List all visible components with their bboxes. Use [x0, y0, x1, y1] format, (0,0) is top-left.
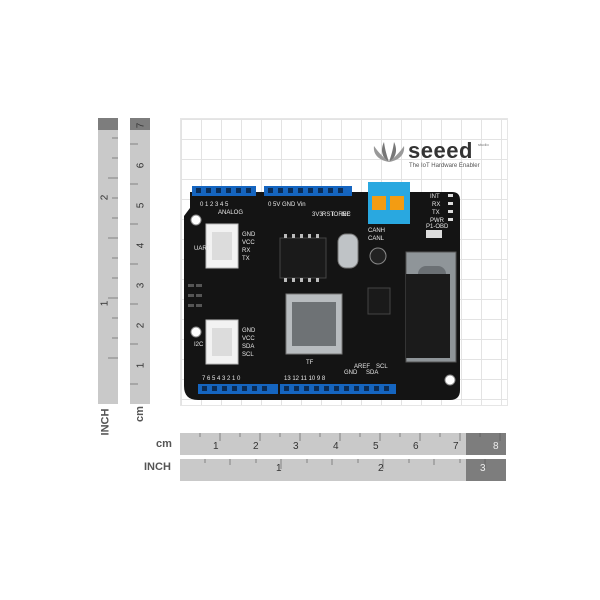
- power-pins-label: 0 5V GND Vin: [268, 202, 306, 208]
- logo-tagline: The IoT Hardware Enabler: [409, 163, 480, 169]
- bottom-inch-unit-label: INCH: [144, 461, 171, 473]
- left-cm-unit-label: cm: [133, 406, 146, 422]
- led-label-pwr: PWR: [430, 218, 445, 224]
- digital-label-scl: SCL: [376, 364, 388, 370]
- grove-uart-name: UART: [194, 246, 211, 252]
- grove-i2c-pin-gnd: GND: [242, 328, 256, 334]
- bottom-cm-tick-4: 4: [333, 441, 339, 452]
- grove-uart-pin-rx: RX: [242, 248, 250, 254]
- bottom-cm-tick-6: 6: [413, 441, 419, 452]
- bottom-inch-ruler-dark-segment: [466, 459, 506, 481]
- led-label-tx: TX: [432, 210, 440, 216]
- digital-label-sda: SDA: [366, 370, 378, 376]
- mounting-hole: [444, 374, 456, 386]
- digital-label-aref: AREF: [354, 364, 370, 370]
- analog-header: [192, 186, 256, 196]
- analog-header-label: 0 1 2 3 4 5: [200, 202, 229, 208]
- grove-i2c-pin-scl: SCL: [242, 352, 254, 358]
- bottom-inch-ruler: [180, 459, 506, 481]
- slide-switch: [426, 230, 442, 238]
- grove-uart-pin-tx: TX: [242, 256, 250, 262]
- can-bus-shield-board: 0 1 2 3 4 5 ANALOG 0 5V GND Vin NC IOREF…: [184, 182, 460, 400]
- obd-label: P1-OBD: [426, 224, 449, 230]
- analog-label: ANALOG: [218, 210, 243, 216]
- bottom-inch-tick-1: 1: [276, 463, 282, 474]
- left-cm-tick-5: 5: [135, 202, 147, 209]
- left-inch-ruler: [98, 118, 118, 404]
- logo-superscript: studio: [478, 142, 489, 147]
- left-cm-tick-3: 3: [135, 282, 147, 289]
- capacitor: [369, 247, 387, 265]
- bottom-cm-ruler: [180, 433, 506, 455]
- mounting-hole: [190, 326, 202, 338]
- left-inch-tick-1: 1: [99, 300, 111, 307]
- crystal-oscillator: [337, 233, 359, 269]
- mounting-hole: [190, 214, 202, 226]
- can-controller-chip: [279, 237, 327, 279]
- logo-name: seeed: [408, 138, 473, 163]
- terminal-screw: [372, 196, 386, 210]
- power-label-3v3: 3V3: [312, 212, 323, 218]
- grove-i2c-name: I2C: [194, 342, 204, 348]
- left-ruler-ticks: [108, 137, 138, 385]
- digital-header-right-label: 13 12 11 10 9 8: [284, 376, 326, 382]
- left-cm-ruler: [130, 118, 150, 404]
- sd-slot-label: TF: [306, 360, 314, 366]
- bottom-cm-ruler-dark-segment: [466, 433, 506, 455]
- can-high-label: CANH: [368, 228, 385, 234]
- digital-label-gnd: GND: [344, 370, 358, 376]
- power-label-rst: RST: [322, 212, 334, 218]
- bottom-cm-tick-1: 1: [213, 441, 219, 452]
- left-inch-tick-2: 2: [99, 194, 111, 201]
- led-label-int: INT: [430, 194, 440, 200]
- bottom-cm-unit-label: cm: [156, 438, 172, 450]
- digital-header-left-label: 7 6 5 4 3 2 1 0: [202, 376, 241, 382]
- bottom-inch-tick-3: 3: [480, 463, 486, 474]
- grove-uart-pin-gnd: GND: [242, 232, 256, 238]
- grove-uart-pin-vcc: VCC: [242, 240, 255, 246]
- left-cm-ruler-dark-segment: [130, 118, 150, 130]
- bottom-cm-tick-7: 7: [453, 441, 459, 452]
- power-label-nc: NC: [342, 212, 351, 218]
- bottom-cm-tick-8: 8: [493, 441, 499, 452]
- led-label-rx: RX: [432, 202, 440, 208]
- db9-board-mount: [406, 274, 450, 358]
- left-inch-unit-label: INCH: [99, 408, 112, 436]
- can-low-label: CANL: [368, 236, 385, 242]
- left-inch-ruler-dark-segment: [98, 118, 118, 130]
- leaf-logo-icon: [373, 142, 405, 162]
- digital-header-left: [198, 384, 278, 394]
- left-cm-tick-6: 6: [135, 162, 147, 169]
- bottom-cm-tick-5: 5: [373, 441, 379, 452]
- seeed-logo: seeed studio The IoT Hardware Enabler: [372, 136, 512, 170]
- can-transceiver-chip: [367, 287, 391, 315]
- terminal-screw: [390, 196, 404, 210]
- grove-i2c-pin-vcc: VCC: [242, 336, 255, 342]
- bottom-cm-tick-2: 2: [253, 441, 259, 452]
- bottom-cm-tick-3: 3: [293, 441, 299, 452]
- left-cm-tick-7: 7: [135, 122, 147, 129]
- bottom-ruler-ticks: [199, 433, 501, 469]
- bottom-inch-tick-2: 2: [378, 463, 384, 474]
- power-label-ioref: IOREF: [332, 212, 351, 218]
- left-cm-tick-4: 4: [135, 242, 147, 249]
- left-cm-tick-2: 2: [135, 322, 147, 329]
- left-cm-tick-1: 1: [135, 362, 147, 369]
- grove-i2c-pin-sda: SDA: [242, 344, 254, 350]
